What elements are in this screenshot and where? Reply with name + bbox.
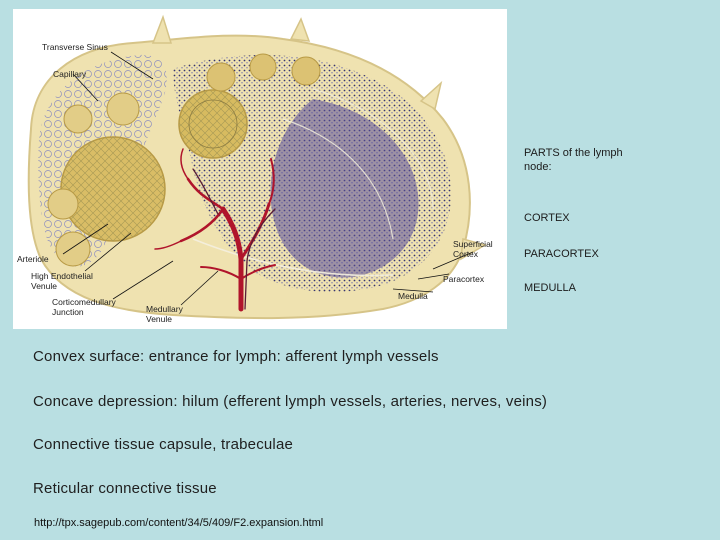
label-medulla: Medulla (398, 291, 428, 301)
part-cortex: CORTEX (524, 212, 570, 224)
label-paracortex: Paracortex (443, 274, 485, 284)
parts-heading: PARTS of the lymph node: (524, 147, 623, 173)
follicles (47, 53, 321, 267)
label-medullary-venule: Medullary Venule (146, 304, 183, 324)
bullet-concave-depression: Concave depression: hilum (efferent lymp… (33, 393, 548, 410)
leader-lines (62, 51, 474, 306)
part-paracortex: PARACORTEX (524, 248, 599, 260)
label-corticomedullary-junction: Corticomedullary Junction (52, 297, 116, 317)
lymph-node-illustration (27, 14, 487, 320)
bullet-capsule-trabeculae: Connective tissue capsule, trabeculae (33, 436, 294, 453)
label-high-endothelial-venule: High Endothelial Venule (31, 271, 93, 291)
label-superficial-cortex: Superficial Cortex (453, 239, 493, 259)
blood-vessels (154, 148, 276, 312)
lymph-node-figure: Transverse Sinus Capillary Arteriole Hig… (13, 9, 507, 329)
bullet-convex-surface: Convex surface: entrance for lymph: affe… (33, 348, 439, 365)
afferent-vessels (151, 14, 487, 261)
source-link[interactable]: http://tpx.sagepub.com/content/34/5/409/… (34, 517, 324, 529)
bullet-reticular-tissue: Reticular connective tissue (33, 480, 217, 497)
part-medulla: MEDULLA (524, 282, 576, 294)
label-arteriole: Arteriole (17, 254, 49, 264)
label-capillary: Capillary (53, 69, 87, 79)
label-transverse-sinus: Transverse Sinus (42, 42, 108, 52)
